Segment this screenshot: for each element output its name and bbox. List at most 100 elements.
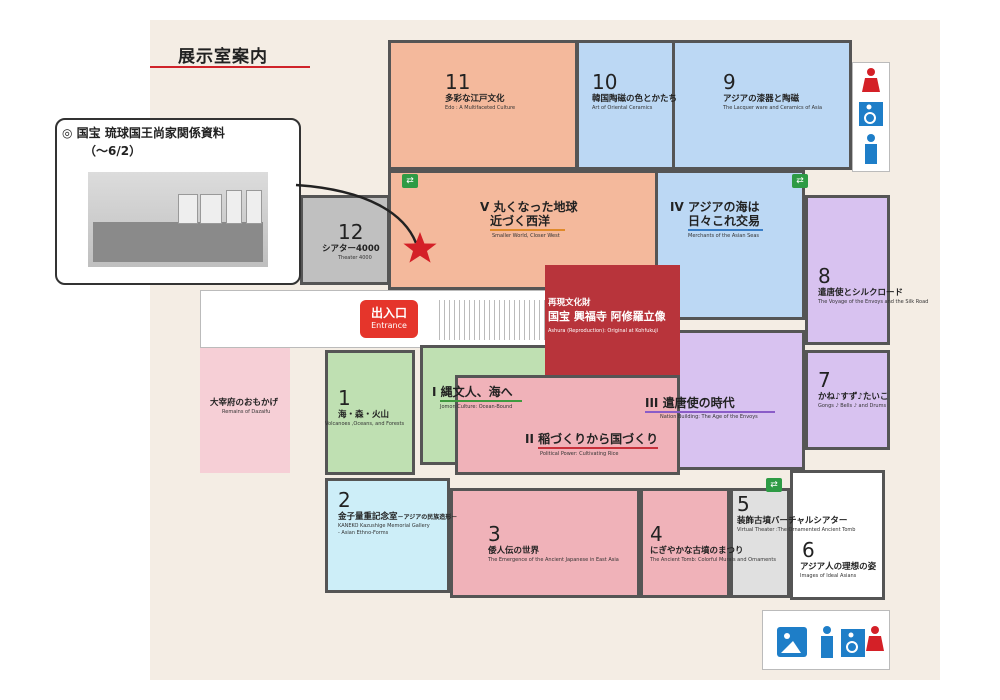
room-II-number: II [525,432,534,446]
restroom-icons-bottom [777,626,884,658]
room-4-label-en: The Ancient Tomb: Colorful Murals and Or… [650,557,776,563]
room-III-label-en: Nation Building: The Age of the Envoys [660,414,758,420]
restroom-icons-top [859,68,883,164]
room-9-number: 9 [723,70,736,94]
room-11[interactable] [388,40,578,170]
room-IV-label-1: IV アジアの海は [670,200,760,214]
room-II-label: II 稲づくりから国づくり [525,432,659,446]
room-III-label: III 遣唐使の時代 [645,396,735,410]
room-8-number: 8 [818,264,831,288]
room-10-label: 韓国陶磁の色とかたち [592,94,678,104]
room-III-underline [645,411,775,413]
room-10[interactable] [576,40,676,170]
room-IV-number: IV [670,200,684,214]
room-V-number: V [480,200,490,214]
room-I-label-en: Jomon Culture: Ocean-Bound [440,404,513,410]
room-10-label-en: Art of Oriental Ceramics [592,105,653,111]
dazaifu-label: 大宰府のおもかげ [210,398,279,408]
room-12-label-en: Theater 4000 [338,255,372,261]
entrance-button[interactable]: 出入口 Entrance [360,300,418,338]
room-6-label-en: Images of Ideal Asians [800,573,857,579]
room-8-label-en: The Voyage of the Envoys and the Silk Ro… [818,299,929,305]
room-4[interactable] [640,488,730,598]
room-7-label: かね♪すず♪たいこ [818,392,889,402]
room-7-number: 7 [818,368,831,392]
room-dazaifu[interactable] [200,348,290,473]
exhibit-photo [88,172,268,267]
ashura-label-2: 国宝 興福寺 阿修羅立像 [548,310,666,323]
room-5-label-en: Virtual Theater :The Ornamented Ancient … [737,527,856,533]
emergency-exit-icon: ⇄ [402,174,418,188]
escalator-stairs [435,300,545,340]
room-6-number: 6 [802,538,815,562]
entrance-label: 出入口 [370,306,407,320]
room-5-number: 5 [737,492,750,516]
room-1[interactable] [325,350,415,475]
room-II-underline [538,447,658,449]
room-9-label-en: The Lacquer ware and Ceramics of Asia [723,105,823,111]
room-11-number: 11 [445,70,471,94]
room-2-number: 2 [338,488,351,512]
callout-title: ◎ 国宝 琉球国王尚家関係資料 [62,126,225,140]
room-2-label: 金子量重記念室－アジアの民族造形－ [338,512,458,522]
room-I-label: I 縄文人、海へ [432,385,513,399]
room-1-label-en: Volcanoes ,Oceans, and Forests [325,421,405,427]
room-IV[interactable] [655,170,805,320]
room-II[interactable] [455,375,680,475]
wheelchair-icon [859,102,883,126]
room-3[interactable] [450,488,640,598]
room-11-label: 多彩な江戸文化 [445,94,505,104]
room-IV-label-2: 日々これ交易 [688,214,761,228]
room-5-label: 装飾古墳バーチャルシアター [737,516,848,526]
callout-date: （～6/2） [84,144,142,158]
room-4-number: 4 [650,522,663,546]
female-restroom-icon [862,68,880,92]
room-II-label-en: Political Power: Cultivating Rice [540,451,619,457]
wheelchair-icon [841,629,865,657]
room-I-underline [440,400,522,402]
room-4-label: にぎやかな古墳のまつり [650,546,744,556]
entrance-label-en: Entrance [371,321,407,330]
female-restroom-icon [866,626,884,651]
room-7-label-en: Gongs ♪ Bells ♪ and Drums [818,403,887,409]
male-restroom-icon [821,626,833,658]
emergency-exit-icon: ⇄ [792,174,808,188]
room-2-label-en-1: KANEKO Kazushige Memorial Gallery [338,523,430,529]
page-title: 展示室案内 [178,47,268,67]
room-V-label-2: 近づく西洋 [490,214,551,228]
room-IV-underline [688,229,763,231]
room-7[interactable] [805,350,890,450]
title-underline [150,66,310,68]
room-1-number: 1 [338,386,351,410]
room-9-label: アジアの漆器と陶磁 [723,94,800,104]
room-3-number: 3 [488,522,501,546]
room-10-number: 10 [592,70,618,94]
ashura-label-en: Ashura (Reproduction): Original at Kohfu… [548,328,659,334]
room-I-number: I [432,385,437,399]
dazaifu-label-en: Remains of Dazaifu [222,409,271,415]
room-6-label: アジア人の理想の姿 [800,562,877,572]
room-2-label-en-2: - Asian Ethno-Forms [338,530,389,536]
room-6[interactable] [790,470,885,600]
room-1-label: 海・森・火山 [338,410,390,420]
room-3-label: 倭人伝の世界 [488,546,540,556]
emergency-exit-icon: ⇄ [766,478,782,492]
male-restroom-icon [865,134,877,164]
room-2[interactable] [325,478,450,593]
room-12-label: シアター4000 [322,244,380,254]
ashura-label-1: 再現文化財 [548,298,591,308]
room-8[interactable] [805,195,890,345]
room-V-label-1: V 丸くなった地球 [480,200,578,214]
room-IV-label-en: Merchants of the Asian Seas [688,233,760,239]
room-8-label: 遣唐使とシルクロード [818,288,904,298]
room-V-underline [490,229,565,231]
room-3-label-en: The Emergence of the Ancient Japanese in… [488,557,619,563]
room-III-number: III [645,396,659,410]
room-12-number: 12 [338,220,364,244]
nursing-room-icon [777,627,807,657]
room-9[interactable] [672,40,852,170]
room-V-label-en: Smaller World, Closer West [492,233,560,239]
room-11-label-en: Edo : A Multifaceted Culture [445,105,516,111]
ashura-exhibit[interactable] [545,265,680,375]
room-5[interactable] [730,488,790,598]
